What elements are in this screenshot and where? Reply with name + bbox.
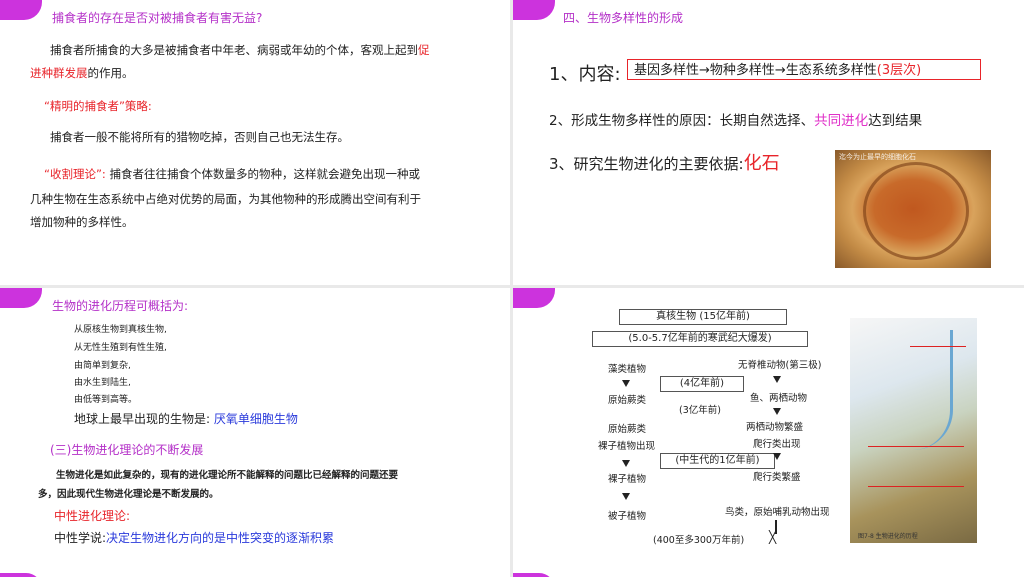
item3: 3、研究生物进化的主要依据:化石 xyxy=(549,149,780,175)
fossil-caption: 迄今为止最早的细胞化石 xyxy=(839,153,916,161)
animal-step: 爬行类繁盛 xyxy=(753,472,801,483)
section3-heading: (三)生物进化理论的不断发展 xyxy=(50,443,204,457)
slide-tab-decoration xyxy=(0,288,42,308)
item3-highlight: 化石 xyxy=(743,153,780,174)
neutral-value: 决定生物进化方向的是中性突变的逐渐积累 xyxy=(106,531,335,545)
crop-line1: “收割理论”: 捕食者往往捕食个体数量多的物种，这样就会避免出现一种或 xyxy=(44,166,420,182)
earliest-value: 厌氧单细胞生物 xyxy=(213,412,298,426)
item1-label: 1、内容: xyxy=(549,64,621,85)
plant-step: 藻类植物 xyxy=(608,364,647,375)
slide1-para1-line2: 进种群发展的作用。 xyxy=(30,65,134,81)
evolution-history-image: 图7-8 生物进化的历程 xyxy=(850,318,977,543)
eukaryote-box: 真核生物 (15亿年前) xyxy=(619,309,787,325)
down-arrow-icon xyxy=(622,460,630,467)
plant-step: 原始蕨类 xyxy=(608,424,647,435)
slide-tab-decoration xyxy=(513,288,555,308)
image-caption: 图7-8 生物进化的历程 xyxy=(858,533,918,540)
animal-step: 爬行类出现 xyxy=(753,439,801,450)
slide1-para1-line1: 捕食者所捕食的大多是被捕食者中年老、病弱或年幼的个体，客观上起到促 xyxy=(50,42,430,58)
slide-predator: 捕食者的存在是否对被捕食者有害无益? 捕食者所捕食的大多是被捕食者中年老、病弱或… xyxy=(0,0,510,285)
down-arrow-icon xyxy=(773,453,781,460)
era-line xyxy=(868,486,964,487)
animal-step: 鸟类，原始哺乳动物出现 xyxy=(725,507,830,518)
para1-text: 捕食者所捕食的大多是被捕食者中年老、病弱或年幼的个体，客观上起到 xyxy=(50,43,418,57)
period-box-mesozoic: (中生代的1亿年前) xyxy=(660,453,775,469)
period-box-4yi: (4亿年前) xyxy=(660,376,744,392)
fossil-ring xyxy=(863,162,969,260)
item2-highlight: 共同进化 xyxy=(814,113,869,129)
earliest-life: 地球上最早出现的生物是: 厌氧单细胞生物 xyxy=(74,410,298,427)
crop-title: “收割理论”: xyxy=(44,167,106,181)
strategy-text: 捕食者一般不能将所有的猎物吃掉，否则自己也无法生存。 xyxy=(50,130,349,144)
evo-list-item: 从原核生物到真核生物, xyxy=(74,325,167,335)
down-arrow-icon xyxy=(622,493,630,500)
slide-evolution-chart: 真核生物 (15亿年前) (5.0-5.7亿年前的寒武纪大爆发) 藻类植物 原始… xyxy=(513,288,1024,577)
para1-red2: 进种群发展 xyxy=(30,66,88,80)
neutral-label: 中性学说: xyxy=(54,531,107,545)
evo-list-item: 由低等到高等。 xyxy=(74,395,138,405)
bold-line2: 多，因此现代生物进化理论是不断发展的。 xyxy=(38,489,219,500)
human-line xyxy=(775,520,777,534)
down-arrow-icon xyxy=(622,380,630,387)
neutral-title: 中性进化理论: xyxy=(54,509,131,523)
animal-step: 无脊椎动物(第三极) xyxy=(738,360,822,371)
slide-tab-decoration xyxy=(513,573,555,577)
slide3-heading: 生物的进化历程可概括为: xyxy=(52,299,189,313)
down-arrow-icon xyxy=(773,408,781,415)
strategy-title: “精明的捕食者”策略: xyxy=(44,99,152,113)
era-line xyxy=(910,346,966,347)
slide-evolution-course: 生物的进化历程可概括为: 从原核生物到真核生物, 从无性生殖到有性生殖, 由简单… xyxy=(0,288,510,577)
evo-list-item: 从无性生殖到有性生殖, xyxy=(74,343,167,353)
slide-tab-decoration xyxy=(0,0,42,20)
bottom-period: (400至多300万年前) xyxy=(653,535,745,546)
para1-end: 的作用。 xyxy=(87,66,134,80)
slide-biodiversity: 四、生物多样性的形成 1、内容: 基因多样性→物种多样性→生态系统多样性(3层次… xyxy=(513,0,1024,285)
earliest-label: 地球上最早出现的生物是: xyxy=(74,412,211,426)
item2-text: 2、形成生物多样性的原因：长期自然选择、 xyxy=(549,113,815,129)
plant-step: 裸子植物出现 xyxy=(598,441,656,452)
plant-step: 裸子植物 xyxy=(608,474,647,485)
slide-tab-decoration xyxy=(0,573,42,577)
item2-end: 达到结果 xyxy=(868,113,923,129)
crop-line2: 几种生物在生态系统中占绝对优势的局面，为其他物种的形成腾出空间有利于 xyxy=(30,192,421,206)
evo-list-item: 由简单到复杂, xyxy=(74,361,131,371)
fossil-image: 迄今为止最早的细胞化石 xyxy=(835,150,991,268)
crop-text1: 捕食者往往捕食个体数量多的物种，这样就会避免出现一种或 xyxy=(109,167,420,181)
cambrian-box: (5.0-5.7亿年前的寒武纪大爆发) xyxy=(592,331,808,347)
period-label-3yi: (3亿年前) xyxy=(679,405,721,416)
item1-box-paren: (3层次) xyxy=(876,63,922,78)
animal-step: 鱼、两栖动物 xyxy=(750,393,808,404)
neutral-theory: 中性学说:决定生物进化方向的是中性突变的逐渐积累 xyxy=(54,529,334,546)
down-arrow-icon xyxy=(773,376,781,383)
animal-step: 两栖动物繁盛 xyxy=(746,422,804,433)
item1-box-text: 基因多样性→物种多样性→生态系统多样性 xyxy=(634,63,877,78)
slide2-heading: 四、生物多样性的形成 xyxy=(563,11,684,25)
bold-line1: 生物进化是如此复杂的，现有的进化理论所不能解释的问题比已经解释的问题还要 xyxy=(56,470,399,481)
plant-step: 被子植物 xyxy=(608,511,647,522)
evo-list-item: 由水生到陆生, xyxy=(74,378,131,388)
item1-box: 基因多样性→物种多样性→生态系统多样性(3层次) xyxy=(627,59,981,80)
crop-line3: 增加物种的多样性。 xyxy=(30,215,134,229)
item3-text: 3、研究生物进化的主要依据: xyxy=(549,155,744,173)
plant-step: 原始蕨类 xyxy=(608,395,647,406)
para1-red1: 促 xyxy=(418,43,430,57)
river-shape xyxy=(910,330,953,450)
human-figure-icon: ╳ xyxy=(769,530,777,544)
slide1-heading: 捕食者的存在是否对被捕食者有害无益? xyxy=(52,11,263,25)
slide-tab-decoration xyxy=(513,0,555,20)
item2: 2、形成生物多样性的原因：长期自然选择、共同进化达到结果 xyxy=(549,109,922,129)
era-line xyxy=(868,446,964,447)
